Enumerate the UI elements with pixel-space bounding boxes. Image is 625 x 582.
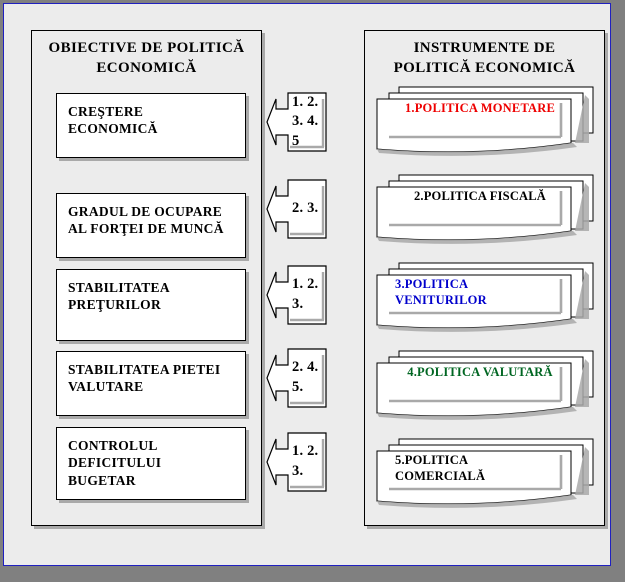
document-stack-icon bbox=[376, 350, 594, 420]
instrument-doc-politica-fiscala[interactable]: 2.POLITICA FISCALĂ bbox=[375, 173, 595, 248]
objective-label: STABILITATEA PREŢURILOR bbox=[68, 280, 170, 313]
connector-arrow-2[interactable]: 2. 3. bbox=[266, 176, 327, 242]
objective-box-stabilitatea-pietei-valutare[interactable]: STABILITATEA PIETEI VALUTARE bbox=[56, 351, 246, 416]
objective-box-stabilitatea-preturilor[interactable]: STABILITATEA PREŢURILOR bbox=[56, 269, 246, 341]
document-stack-icon bbox=[376, 174, 594, 244]
document-stack-icon bbox=[376, 438, 594, 508]
objective-box-controlul-deficitului-bugetar[interactable]: CONTROLUL DEFICITULUI BUGETAR bbox=[56, 427, 246, 500]
document-stack-icon bbox=[376, 262, 594, 332]
objective-label: CREŞTERE ECONOMICĂ bbox=[68, 104, 158, 137]
objective-box-crestere-economica[interactable]: CREŞTERE ECONOMICĂ bbox=[56, 93, 246, 158]
instrument-doc-politica-comerciala[interactable]: 5.POLITICA COMERCIALĂ bbox=[375, 437, 595, 512]
objectives-panel-title: OBIECTIVE DE POLITICĂ ECONOMICĂ bbox=[48, 40, 245, 77]
instruments-panel: INSTRUMENTE DE POLITICĂ ECONOMICĂ 1.POLI… bbox=[364, 30, 605, 526]
instrument-doc-politica-valutara[interactable]: 4.POLITICA VALUTARĂ bbox=[375, 349, 595, 424]
connector-arrow-3[interactable]: 1. 2. 3. bbox=[266, 262, 327, 328]
objective-label: CONTROLUL DEFICITULUI BUGETAR bbox=[68, 438, 162, 488]
objective-box-gradul-de-ocupare[interactable]: GRADUL DE OCUPARE AL FORŢEI DE MUNCĂ bbox=[56, 193, 246, 258]
left-arrow-icon bbox=[266, 92, 327, 152]
connector-arrow-5[interactable]: 1. 2. 3. bbox=[266, 429, 327, 495]
connector-arrow-4[interactable]: 2. 4. 5. bbox=[266, 345, 327, 411]
diagram-canvas: OBIECTIVE DE POLITICĂ ECONOMICĂ CREŞTERE… bbox=[3, 3, 611, 566]
left-arrow-icon bbox=[266, 265, 327, 325]
left-arrow-icon bbox=[266, 348, 327, 408]
instruments-panel-title: INSTRUMENTE DE POLITICĂ ECONOMICĂ bbox=[393, 40, 576, 77]
objective-label: GRADUL DE OCUPARE AL FORŢEI DE MUNCĂ bbox=[68, 204, 224, 237]
objectives-panel: OBIECTIVE DE POLITICĂ ECONOMICĂ CREŞTERE… bbox=[31, 30, 262, 526]
left-arrow-icon bbox=[266, 179, 327, 239]
instrument-doc-politica-monetare[interactable]: 1.POLITICA MONETARE bbox=[375, 85, 595, 160]
objective-label: STABILITATEA PIETEI VALUTARE bbox=[68, 362, 221, 395]
instrument-doc-politica-veniturilor[interactable]: 3.POLITICA VENITURILOR bbox=[375, 261, 595, 336]
document-stack-icon bbox=[376, 86, 594, 156]
connector-arrow-1[interactable]: 1. 2. 3. 4. 5 bbox=[266, 89, 327, 155]
left-arrow-icon bbox=[266, 432, 327, 492]
